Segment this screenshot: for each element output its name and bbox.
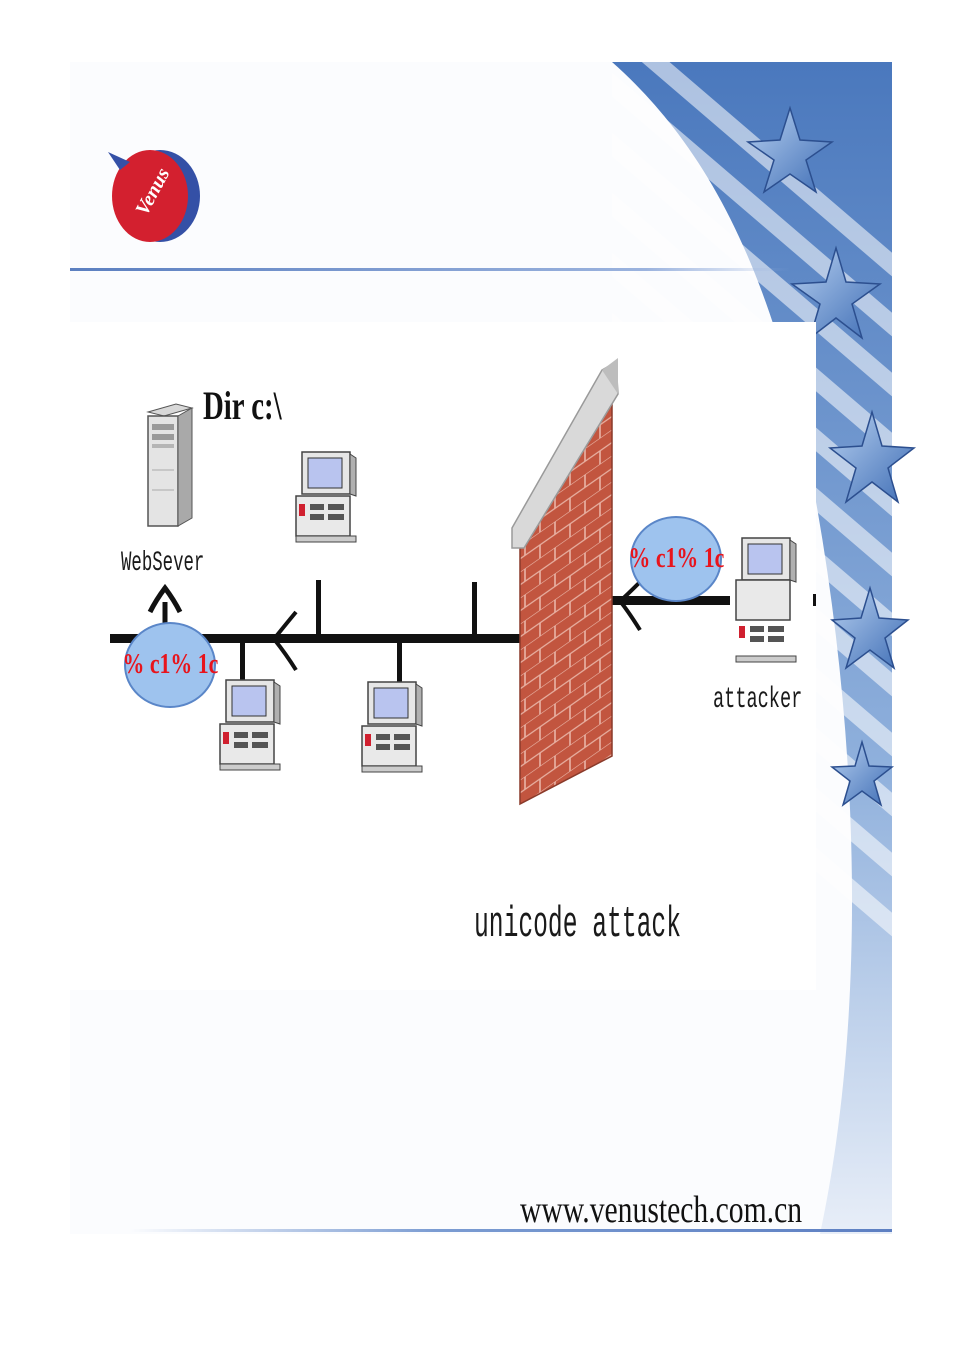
star-icon bbox=[829, 585, 911, 670]
attacker-label: attacker bbox=[713, 683, 803, 717]
command-label: Dir c:\ bbox=[203, 383, 282, 428]
webserver-label: WebSever bbox=[121, 548, 205, 579]
footer-rule bbox=[130, 1229, 892, 1232]
star-icon bbox=[789, 245, 883, 341]
arrow-left-attacker bbox=[617, 580, 642, 632]
workstation-icon bbox=[361, 681, 423, 773]
footer-url: www.venustech.com.cn bbox=[520, 1189, 803, 1231]
arrow-left-backbone bbox=[271, 610, 298, 672]
webserver-icon bbox=[146, 403, 194, 527]
header-rule bbox=[70, 268, 790, 271]
payload-text: % c1% 1c bbox=[122, 649, 218, 680]
diagram-caption: unicode attack bbox=[474, 900, 682, 950]
workstation-icon bbox=[295, 451, 357, 543]
workstation-icon bbox=[219, 679, 281, 771]
payload-bubble-webserver: % c1% 1c bbox=[122, 622, 218, 708]
attacker-workstation-icon bbox=[735, 537, 797, 663]
star-icon bbox=[827, 409, 917, 505]
star-icon bbox=[829, 739, 895, 807]
firewall bbox=[511, 358, 619, 806]
star-icon bbox=[745, 105, 835, 194]
network-backbone bbox=[110, 580, 816, 686]
payload-bubble-attacker: % c1% 1c bbox=[628, 516, 724, 602]
venus-logo: Venus bbox=[108, 150, 200, 242]
payload-text: % c1% 1c bbox=[628, 543, 724, 574]
